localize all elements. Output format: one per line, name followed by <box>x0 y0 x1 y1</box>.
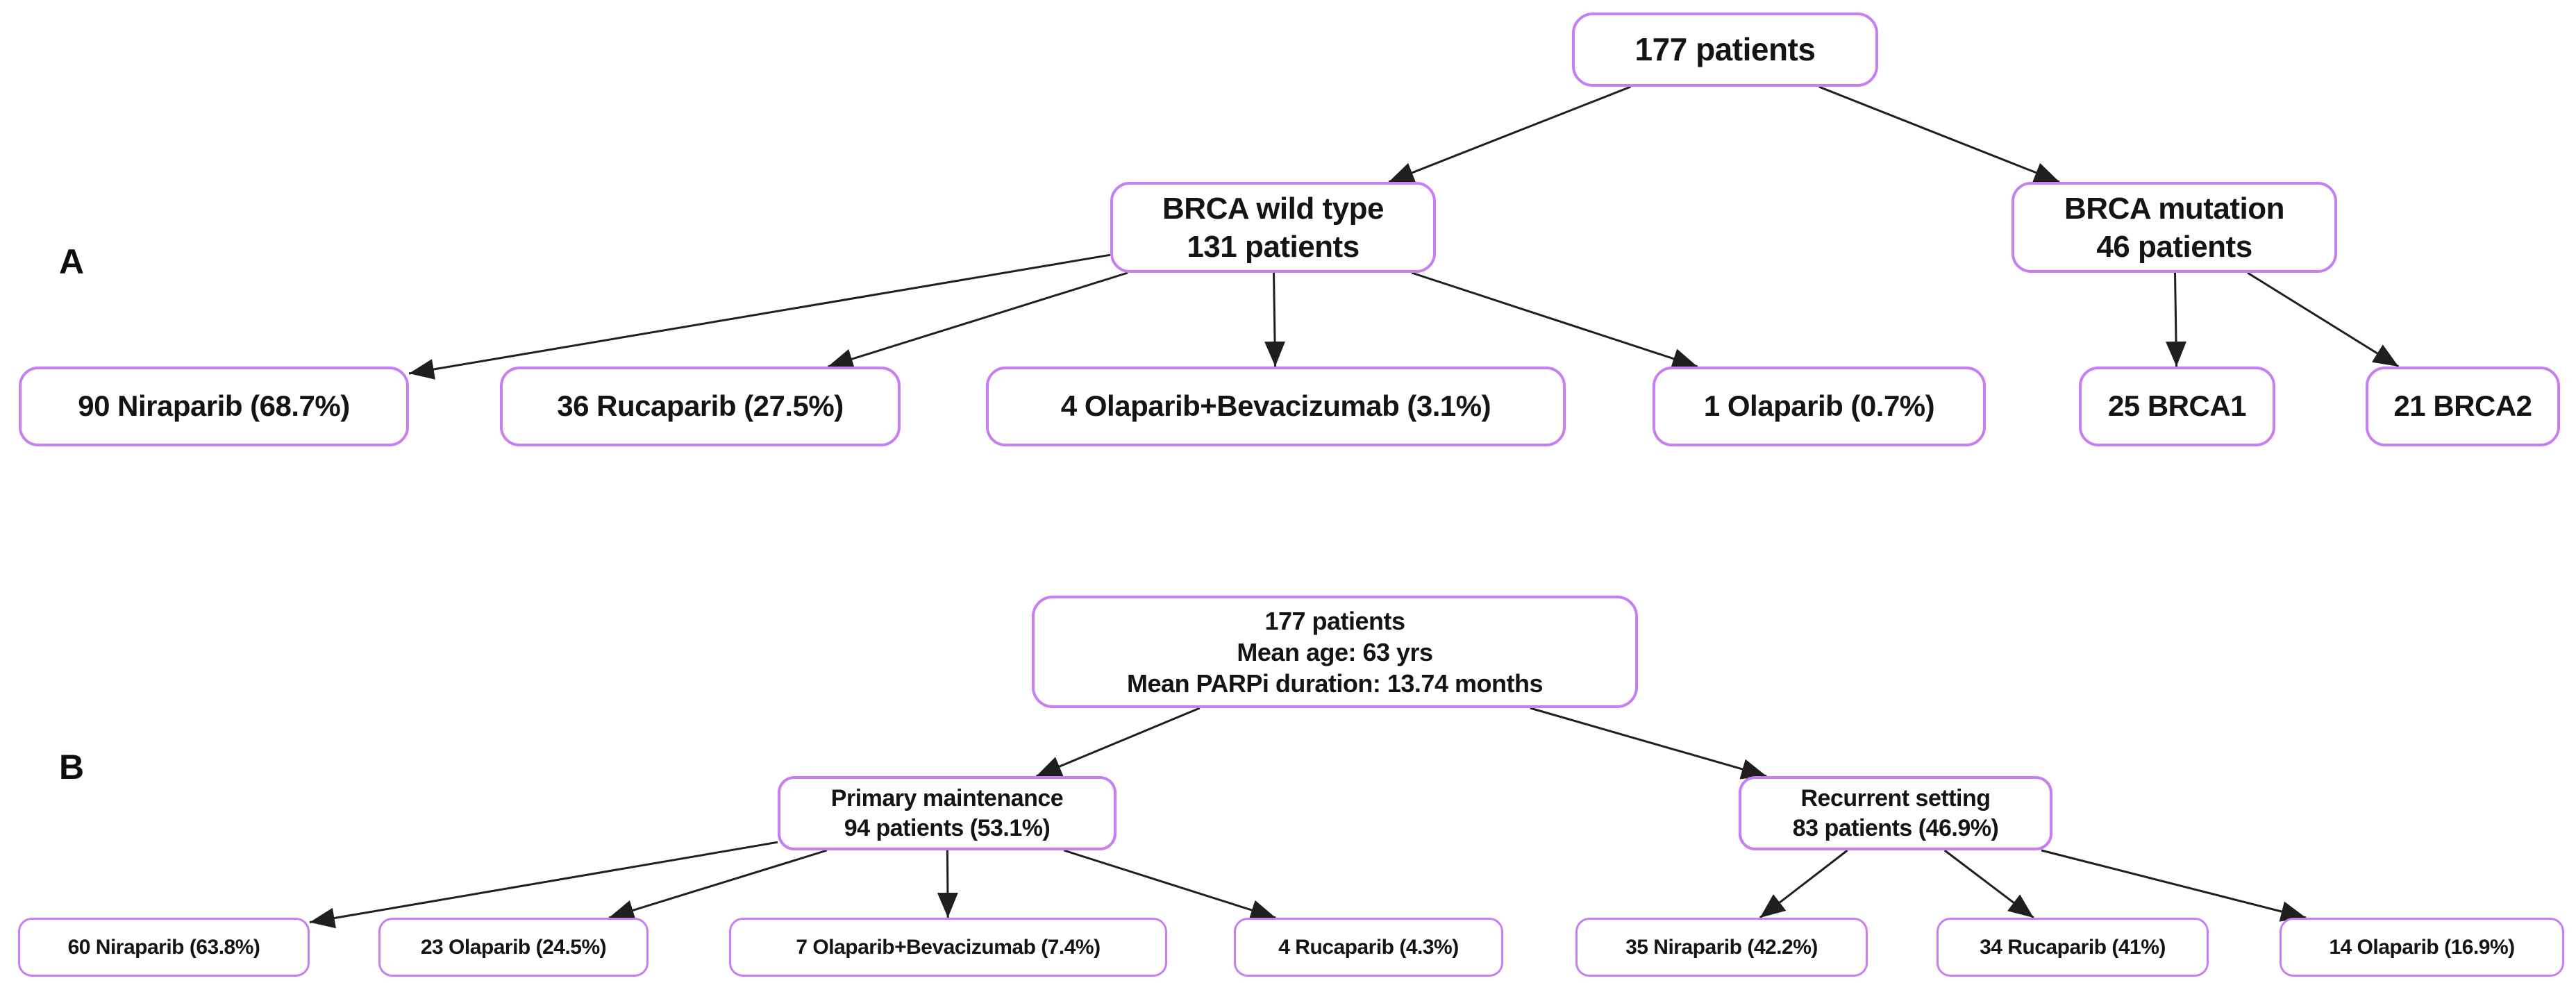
node-a-root: 177 patients <box>1572 12 1878 87</box>
node-a-brca2: 21 BRCA2 <box>2366 367 2560 446</box>
edge-b-rs-to-b-nira35 <box>1759 849 1848 919</box>
node-b-nira60: 60 Niraparib (63.8%) <box>18 918 310 977</box>
node-text-line: 25 BRCA1 <box>2107 389 2247 423</box>
node-b-olap23: 23 Olaparib (24.5%) <box>378 918 649 977</box>
node-text-line: Mean PARPi duration: 13.74 months <box>1127 669 1543 698</box>
edge-b-rs-to-b-olap14 <box>2041 849 2307 922</box>
edge-b-pm-to-b-olap23 <box>608 849 828 920</box>
node-text-line: 14 Olaparib (16.9%) <box>2329 935 2515 959</box>
node-text-line: Recurrent setting <box>1800 785 1991 812</box>
edge-b-pm-to-b-nira60 <box>309 841 778 929</box>
node-a-nira: 90 Niraparib (68.7%) <box>19 367 409 446</box>
node-text-line: 177 patients <box>1264 606 1405 635</box>
node-text-line: Mean age: 63 yrs <box>1237 637 1433 666</box>
node-text-line: 1 Olaparib (0.7%) <box>1703 389 1935 423</box>
node-text-line: 23 Olaparib (24.5%) <box>420 935 607 959</box>
node-text-line: 60 Niraparib (63.8%) <box>67 935 260 959</box>
node-text-line: 21 BRCA2 <box>2393 389 2532 423</box>
edge-b-root-to-b-pm <box>1035 707 1201 777</box>
edge-b-rs-to-b-ruca34 <box>1943 849 2034 919</box>
node-text-line: 4 Olaparib+Bevacizumab (3.1%) <box>1060 389 1491 423</box>
node-a-olapbev: 4 Olaparib+Bevacizumab (3.1%) <box>986 367 1566 446</box>
node-b-olap14: 14 Olaparib (16.9%) <box>2280 918 2564 977</box>
node-text-line: 36 Rucaparib (27.5%) <box>557 389 844 423</box>
edge-a-wt-to-a-ruca <box>827 271 1128 369</box>
node-a-brca1: 25 BRCA1 <box>2079 367 2275 446</box>
edge-a-mut-to-a-brca2 <box>2247 271 2400 368</box>
node-a-olap: 1 Olaparib (0.7%) <box>1653 367 1986 446</box>
node-a-ruca: 36 Rucaparib (27.5%) <box>500 367 901 446</box>
panel-label-b: B <box>59 748 85 787</box>
node-text-line: Primary maintenance <box>830 785 1064 812</box>
edge-a-wt-to-a-nira <box>408 253 1111 380</box>
node-text-line: 83 patients (46.9%) <box>1792 814 1999 841</box>
panel-label-a: A <box>59 242 85 281</box>
node-b-ruca34: 34 Rucaparib (41%) <box>1937 918 2209 977</box>
node-text-line: BRCA wild type <box>1162 191 1384 226</box>
edge-a-root-to-a-wt <box>1388 85 1632 183</box>
node-text-line: 90 Niraparib (68.7%) <box>78 389 350 423</box>
edge-b-pm-to-b-olapbev7 <box>937 850 958 918</box>
node-text-line: 35 Niraparib (42.2%) <box>1625 935 1818 959</box>
node-text-line: 94 patients (53.1%) <box>844 814 1051 841</box>
node-b-olapbev7: 7 Olaparib+Bevacizumab (7.4%) <box>729 918 1167 977</box>
edge-b-pm-to-b-ruca4 <box>1063 849 1276 920</box>
edge-a-root-to-a-mut <box>1818 85 2060 183</box>
node-text-line: 7 Olaparib+Bevacizumab (7.4%) <box>796 935 1101 959</box>
node-text-line: 131 patients <box>1187 229 1360 264</box>
node-text-line: 177 patients <box>1634 31 1816 67</box>
edge-b-root-to-b-rs <box>1530 707 1767 780</box>
edge-a-mut-to-a-brca1 <box>2166 272 2187 367</box>
node-text-line: 4 Rucaparib (4.3%) <box>1278 935 1459 959</box>
node-text-line: BRCA mutation <box>2064 191 2284 226</box>
node-text-line: 34 Rucaparib (41%) <box>1980 935 2166 959</box>
edge-a-wt-to-a-olapbev <box>1264 272 1286 367</box>
edge-a-wt-to-a-olap <box>1411 271 1698 369</box>
node-b-ruca4: 4 Rucaparib (4.3%) <box>1234 918 1503 977</box>
node-b-nira35: 35 Niraparib (42.2%) <box>1575 918 1868 977</box>
node-text-line: 46 patients <box>2096 229 2252 264</box>
